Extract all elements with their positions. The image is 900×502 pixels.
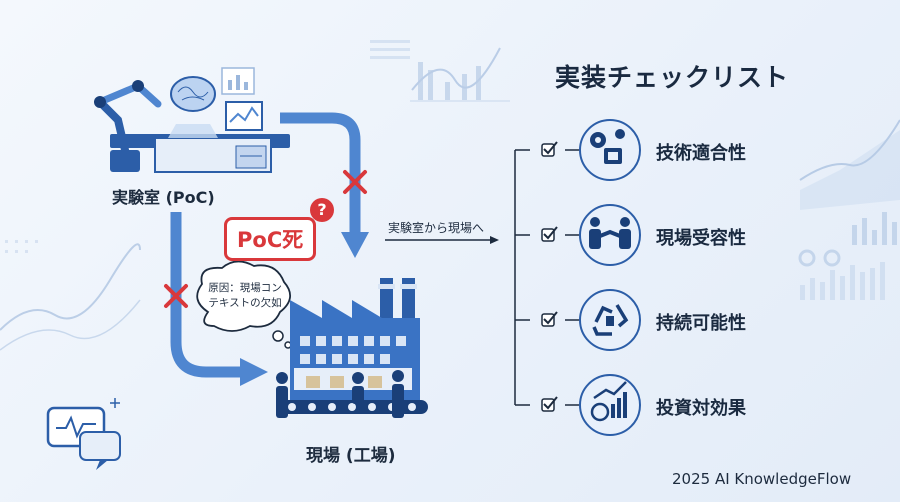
lab-label: 実験室 (PoC): [112, 188, 215, 207]
background-decor: [0, 40, 900, 351]
checklist-item-sustainability: 持続可能性: [656, 313, 746, 334]
brain-icon: [170, 76, 216, 112]
icon-circles: [579, 119, 641, 436]
gears-chip-icon: [590, 129, 625, 164]
poc-death-badge: PoC死: [224, 217, 317, 261]
checklist-title: 実装チェックリスト: [555, 63, 790, 92]
handshake-icon: [589, 217, 631, 249]
question-badge: [310, 198, 334, 222]
block-x-icon: [343, 170, 367, 194]
robot-arm-icon: [110, 150, 140, 172]
bg-chart-left: [0, 240, 141, 351]
bg-chart-topcenter: [370, 40, 510, 102]
worker-icon: [276, 370, 404, 418]
bg-chart-right: [798, 119, 900, 300]
checklist-item-roi: 投資対効果: [656, 398, 746, 419]
laboratory-illustration: [94, 67, 290, 173]
checklist-item-site-acceptance: 現場受容性: [656, 228, 746, 249]
checklist-bracket: [514, 149, 580, 406]
checklist-item-tech-fit: 技術適合性: [656, 143, 746, 164]
monitor-icon: [225, 101, 263, 131]
arrow-head-down: [341, 232, 369, 258]
question-mark: ?: [317, 200, 327, 219]
chat-bubble-icon: [46, 398, 121, 470]
cause-bubble-text: 原因：現場コンテキストの欠如: [208, 282, 282, 309]
recycle-plug-icon: [592, 304, 629, 336]
credit-text: 2025 AI KnowledgeFlow: [672, 470, 852, 488]
lab-to-site-label: 実験室から現場へ: [388, 221, 485, 235]
flow-arrows: [164, 112, 499, 386]
site-label: 現場 (工場): [306, 446, 396, 466]
block-x-icon: [164, 284, 188, 308]
arrow-head-right: [240, 358, 268, 386]
checkbox-icons: [541, 141, 558, 412]
coin-growth-icon: [590, 381, 627, 422]
factory-illustration: [276, 278, 428, 418]
thought-bubble: [196, 260, 291, 332]
